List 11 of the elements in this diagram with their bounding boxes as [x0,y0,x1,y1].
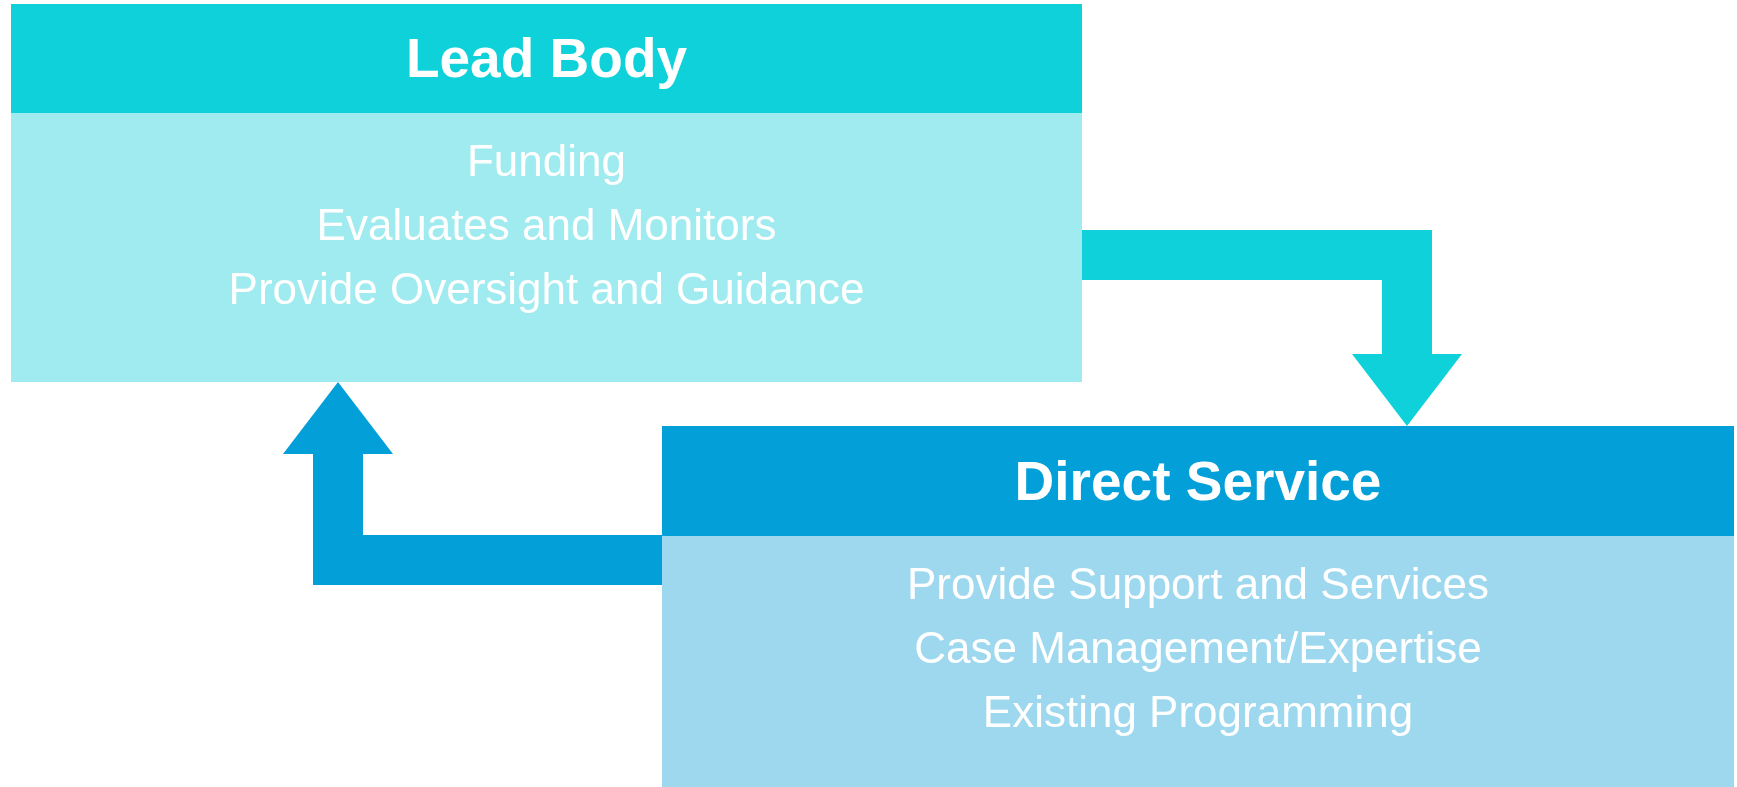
block-arrow [1082,230,1462,426]
box-text: Provide Oversight and Guidance [228,263,865,315]
block-arrow [283,382,662,585]
box-text: Evaluates and Monitors [316,199,777,251]
box-text: Existing Programming [982,686,1414,738]
process-box [662,426,1734,787]
box-title: Direct Service [1014,453,1382,509]
box-text: Provide Support and Services [906,558,1490,610]
box-text: Case Management/Expertise [914,622,1482,674]
process-box [11,4,1082,382]
box-text: Funding [467,135,626,187]
